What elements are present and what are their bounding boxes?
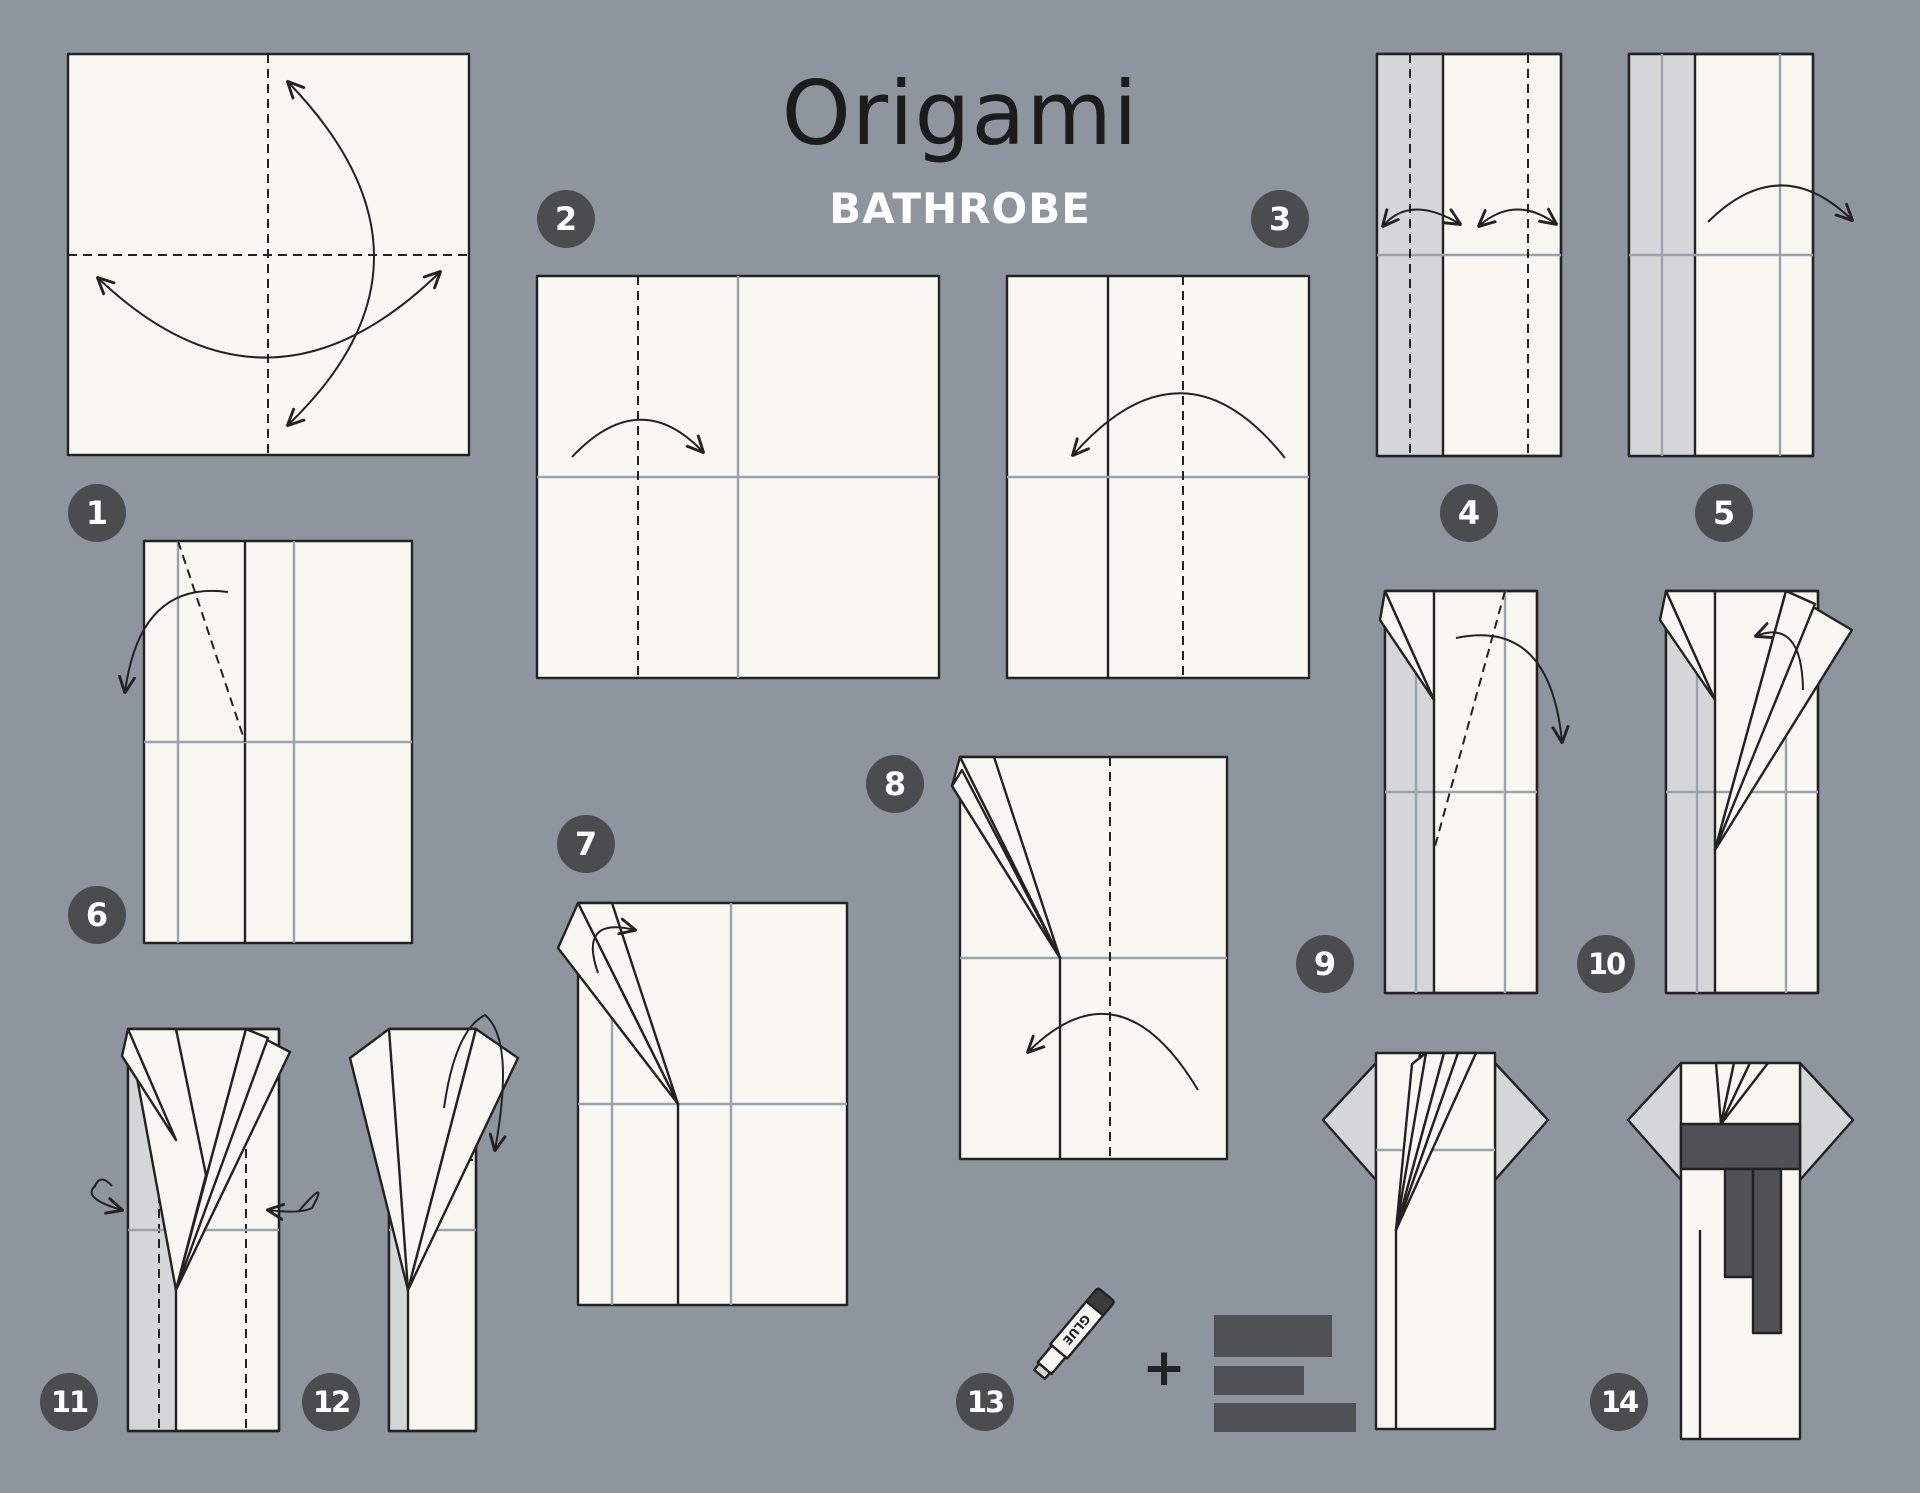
step-6-diagram: [125, 539, 414, 945]
step-badge-7: 7: [557, 815, 615, 873]
step-badge-8: 8: [866, 755, 924, 813]
step-badge-11: 11: [40, 1373, 98, 1431]
belt-strips: [1214, 1315, 1356, 1432]
step-3-diagram: [1005, 274, 1311, 680]
step-1-diagram: [66, 52, 471, 457]
step-4-diagram: [1375, 52, 1563, 458]
step-badge-13: 13: [956, 1373, 1014, 1431]
step-2-diagram: [535, 274, 941, 680]
step-badge-2: 2: [537, 190, 595, 248]
step-12-diagram: [348, 1014, 520, 1433]
step-10-diagram: [1658, 589, 1854, 995]
step-badge-4: 4: [1440, 484, 1498, 542]
glue-stick-icon: GLUE: [1032, 1287, 1115, 1381]
step-8-diagram: [950, 755, 1229, 1161]
step-11-diagram: [90, 1027, 320, 1433]
step-badge-3: 3: [1251, 190, 1309, 248]
step-5-diagram: [1627, 52, 1852, 458]
step-badge-6: 6: [68, 886, 126, 944]
step-7-diagram: [556, 901, 849, 1307]
step-badge-1: 1: [68, 484, 126, 542]
step-13-robe: [1321, 1051, 1550, 1431]
plus-sign: +: [1142, 1338, 1186, 1398]
step-badge-12: 12: [302, 1373, 360, 1431]
step-badge-9: 9: [1296, 935, 1354, 993]
step-badge-5: 5: [1695, 484, 1753, 542]
step-14-robe: [1626, 1061, 1855, 1441]
step-badge-14: 14: [1590, 1373, 1648, 1431]
page-subtitle: BATHROBE: [829, 184, 1091, 233]
step-9-diagram: [1378, 589, 1562, 995]
step-badge-10: 10: [1577, 935, 1635, 993]
page-title: Origami: [781, 62, 1139, 165]
